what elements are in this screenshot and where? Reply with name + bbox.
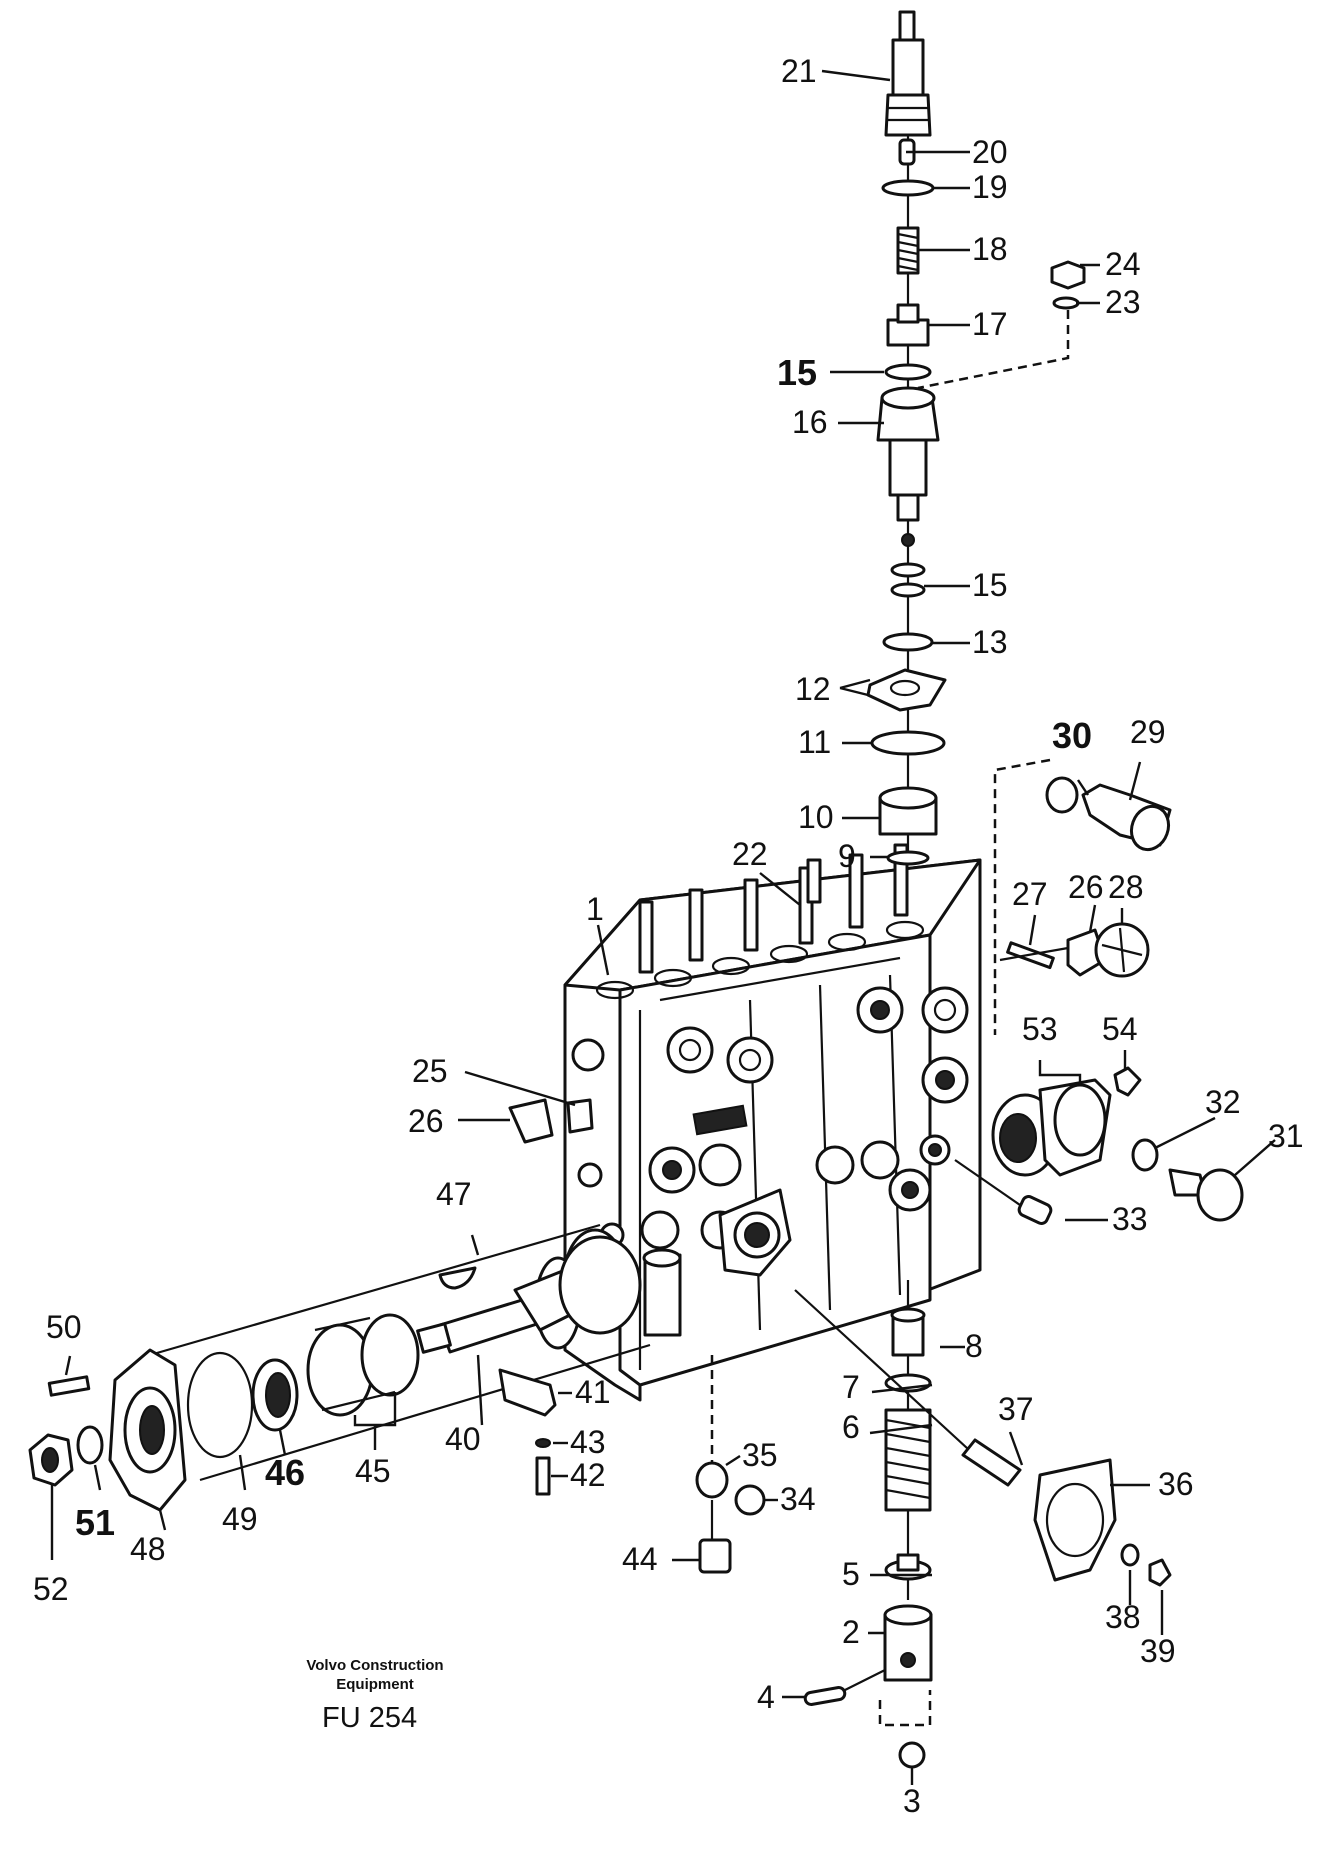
drawing-code: FU 254 xyxy=(322,1702,418,1734)
callout-12: 12 xyxy=(795,671,831,707)
callout-19: 19 xyxy=(972,169,1008,205)
callout-33: 33 xyxy=(1112,1201,1148,1237)
callout-35: 35 xyxy=(742,1437,778,1473)
tappet-stack xyxy=(803,1280,933,1769)
callout-17: 17 xyxy=(972,306,1008,342)
callout-37: 37 xyxy=(998,1391,1034,1427)
callout-53: 53 xyxy=(1022,1011,1058,1047)
callout-28: 28 xyxy=(1108,869,1144,905)
callout-51: 51 xyxy=(75,1502,115,1543)
callout-27: 27 xyxy=(1012,876,1048,912)
callout-15-upper: 15 xyxy=(777,352,817,393)
callout-labels: 21 20 19 18 24 23 17 15 16 15 13 12 11 1… xyxy=(33,53,1304,1819)
credit-line-2: Equipment xyxy=(336,1676,414,1693)
callout-26-right: 26 xyxy=(1068,869,1104,905)
callout-3: 3 xyxy=(903,1783,921,1819)
callout-20: 20 xyxy=(972,134,1008,170)
nut-and-washer-23-24 xyxy=(917,260,1086,390)
callout-1: 1 xyxy=(586,891,604,927)
callout-44: 44 xyxy=(622,1541,658,1577)
callout-26-left: 26 xyxy=(408,1103,444,1139)
callout-39: 39 xyxy=(1140,1633,1176,1669)
callout-16: 16 xyxy=(792,404,828,440)
camshaft-group xyxy=(28,1098,651,1512)
callout-48: 48 xyxy=(130,1531,166,1567)
callout-7: 7 xyxy=(842,1369,860,1405)
callout-4: 4 xyxy=(757,1679,775,1715)
callout-34: 34 xyxy=(780,1481,816,1517)
callout-47: 47 xyxy=(436,1176,472,1212)
cover-gasket-parts xyxy=(794,1289,1172,1587)
delivery-valve-stack xyxy=(866,10,947,866)
callout-50: 50 xyxy=(46,1309,82,1345)
callout-30: 30 xyxy=(1052,715,1092,756)
callout-22: 22 xyxy=(732,836,768,872)
callout-38: 38 xyxy=(1105,1599,1141,1635)
callout-2: 2 xyxy=(842,1614,860,1650)
callout-13: 13 xyxy=(972,624,1008,660)
callout-43: 43 xyxy=(570,1424,606,1460)
callout-6: 6 xyxy=(842,1409,860,1445)
callout-8: 8 xyxy=(965,1328,983,1364)
drain-plug-parts xyxy=(695,1355,766,1574)
callout-23: 23 xyxy=(1105,284,1141,320)
callout-41: 41 xyxy=(575,1374,611,1410)
callout-11: 11 xyxy=(798,724,831,760)
callout-9: 9 xyxy=(838,838,856,874)
callout-10: 10 xyxy=(798,799,834,835)
callout-45: 45 xyxy=(355,1453,391,1489)
studs xyxy=(638,843,909,974)
callout-46: 46 xyxy=(265,1452,305,1493)
callout-40: 40 xyxy=(445,1421,481,1457)
callout-21: 21 xyxy=(781,53,817,89)
callout-36: 36 xyxy=(1158,1466,1194,1502)
publisher-credit: Volvo Construction Equipment xyxy=(290,1656,460,1694)
callout-24: 24 xyxy=(1105,246,1141,282)
callout-31: 31 xyxy=(1268,1118,1304,1154)
callout-18: 18 xyxy=(972,231,1008,267)
callout-42: 42 xyxy=(570,1457,606,1493)
callout-32: 32 xyxy=(1205,1084,1241,1120)
callout-49: 49 xyxy=(222,1501,258,1537)
right-side-parts xyxy=(954,758,1244,1225)
callout-15-lower: 15 xyxy=(972,567,1008,603)
callout-52: 52 xyxy=(33,1571,69,1607)
leader-lines xyxy=(50,69,1276,1785)
callout-25: 25 xyxy=(412,1053,448,1089)
callout-29: 29 xyxy=(1130,714,1166,750)
callout-54: 54 xyxy=(1102,1011,1138,1047)
credit-line-1: Volvo Construction xyxy=(306,1657,444,1674)
callout-5: 5 xyxy=(842,1556,860,1592)
